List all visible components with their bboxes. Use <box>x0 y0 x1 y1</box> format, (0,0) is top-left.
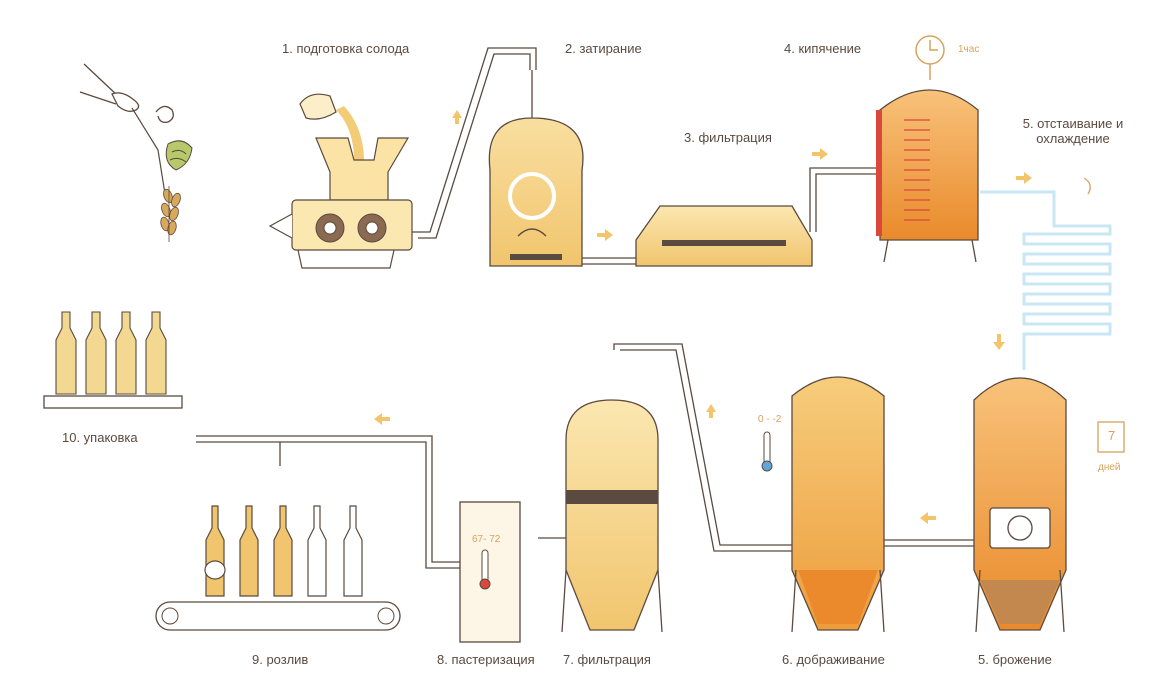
boil-time-label: 1час <box>958 44 980 55</box>
flow-arrow <box>597 229 613 241</box>
packaging <box>43 311 183 409</box>
filter-tank <box>538 399 663 633</box>
boil-kettle <box>876 35 979 263</box>
step-label-mashing: 2. затирание <box>565 41 642 56</box>
cold-temp-label: 0 - -2 <box>758 414 782 425</box>
flow-arrow <box>812 148 828 160</box>
mash-tun <box>488 70 584 267</box>
malt-mill <box>268 93 413 269</box>
flow-arrow <box>706 404 716 418</box>
gear-icon <box>315 213 345 243</box>
calendar-icon <box>1097 421 1125 453</box>
step-label-lautering: 3. фильтрация <box>684 130 772 145</box>
wheat-ear-icon <box>160 186 181 242</box>
clock-icon <box>915 35 945 80</box>
lauter-tun <box>635 205 813 267</box>
thermometer-icon <box>761 431 773 472</box>
flow-arrow <box>452 110 462 124</box>
flow-arrow <box>920 512 936 524</box>
step-label-pasteurization: 8. пастеризация <box>437 652 535 667</box>
step-label-malt-prep: 1. подготовка солода <box>282 41 410 56</box>
ferm-days-number: 7 <box>1108 428 1116 443</box>
hand-hops-wheat-illustration <box>79 63 193 242</box>
fermenter <box>973 377 1125 633</box>
step-label-maturation: 6. дображивание <box>782 652 885 667</box>
step-label-filtration: 7. фильтрация <box>563 652 651 667</box>
pipes <box>196 47 975 569</box>
step-label-fermentation: 5. брожение <box>978 652 1052 667</box>
thermometer-icon <box>479 549 491 590</box>
hop-cone-icon <box>165 140 193 171</box>
pasteurizer <box>459 501 521 643</box>
step-label-boiling: 4. кипячение <box>784 41 862 56</box>
flow-arrow <box>374 413 390 425</box>
step-label-settling-cooling: 5. отстаивание и охлаждение <box>1022 116 1124 146</box>
flow-arrow <box>1016 172 1032 184</box>
bottle-icon <box>204 505 363 597</box>
flow-arrows <box>374 110 1032 524</box>
flow-arrow <box>993 334 1005 350</box>
pasteurization-temp-label: 67- 72 <box>472 534 501 545</box>
step-label-bottling: 9. розлив <box>252 652 309 667</box>
maturation-tank <box>761 376 885 633</box>
wort-cooler <box>980 177 1112 370</box>
bottling-line <box>155 442 401 631</box>
ferm-days-unit: дней <box>1098 462 1121 473</box>
step-label-packaging: 10. упаковка <box>62 430 138 445</box>
gear-icon <box>357 213 387 243</box>
